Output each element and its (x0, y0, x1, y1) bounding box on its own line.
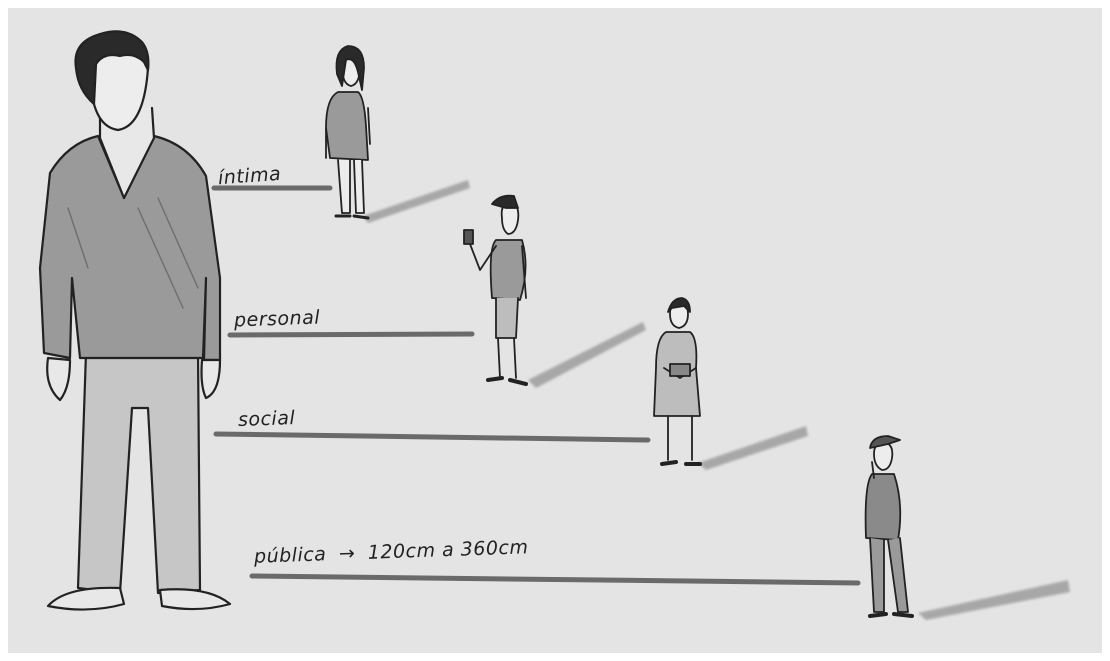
boy-cap-figure (866, 436, 912, 616)
zone-label-personal: personal (234, 307, 321, 332)
woman-figure (326, 46, 370, 218)
shadow-woman (363, 180, 470, 223)
zone-label-social: social (238, 407, 296, 431)
sketch-canvas: íntima personal social pública → 120cm a… (8, 8, 1102, 653)
sketch-drawing (8, 8, 1102, 653)
man-phone-figure (464, 196, 526, 384)
distance-line-personal (230, 334, 472, 335)
shadow-person-book (698, 426, 808, 470)
person-book-figure (654, 298, 700, 464)
big-man-figure (40, 31, 230, 609)
distance-line-social (216, 434, 648, 440)
arrow-icon: → (339, 542, 356, 565)
zone-label-intima: íntima (217, 163, 282, 189)
distance-line-publica (252, 576, 858, 583)
zone-name-publica: pública (254, 543, 327, 568)
shadow-boy-cap (918, 580, 1070, 620)
shadow-man-phone (528, 322, 646, 388)
